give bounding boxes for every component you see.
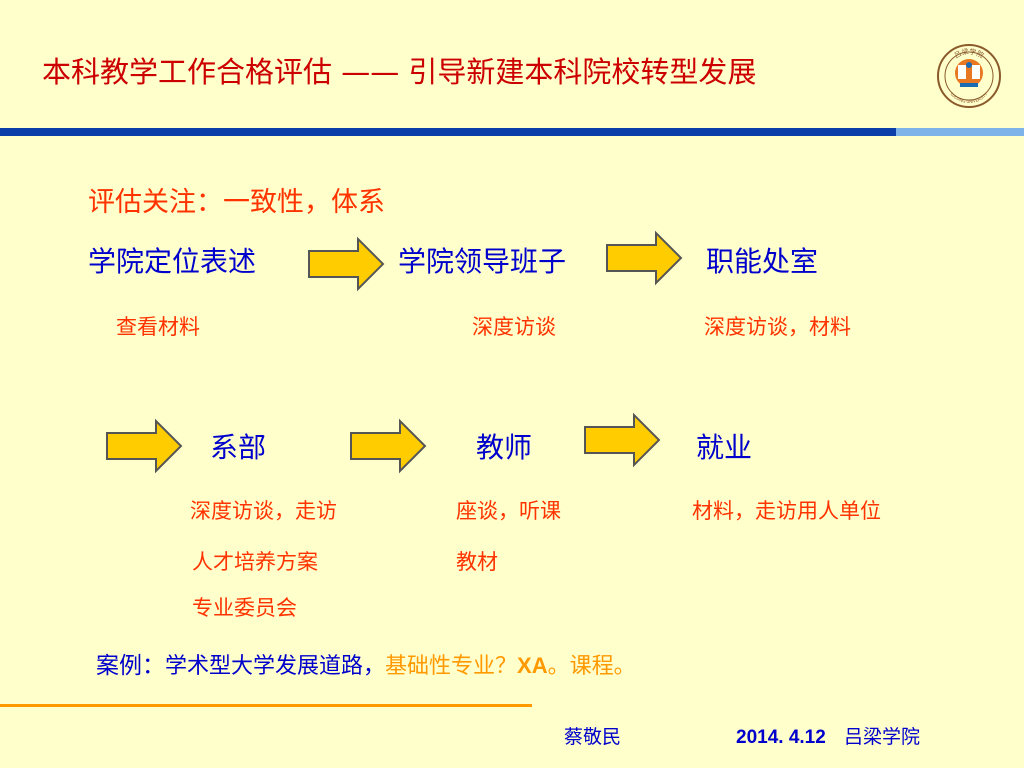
footer-institution: 吕梁学院 — [843, 726, 920, 748]
method-departments-1: 深度访谈，走访 — [190, 499, 337, 523]
flow-item-positioning: 学院定位表述 — [88, 245, 257, 278]
method-employment-1: 材料，走访用人单位 — [692, 499, 881, 523]
flow-item-departments: 系部 — [210, 431, 267, 464]
method-teachers-1: 座谈，听课 — [456, 499, 561, 523]
method-teachers-2: 教材 — [456, 550, 498, 574]
case-part-1: 学术型大学发展道路， — [165, 654, 386, 679]
case-part-4: 。课程。 — [547, 654, 636, 679]
method-offices: 深度访谈，材料 — [704, 315, 851, 339]
footer-rule — [0, 704, 532, 707]
arrow-right-icon — [350, 418, 427, 474]
case-part-2: 基础性专业？ — [385, 654, 518, 679]
arrow-right-icon — [606, 230, 683, 286]
case-part-3: XA — [517, 653, 548, 678]
case-line: 案例：学术型大学发展道路，基础性专业？XA。课程。 — [96, 646, 636, 680]
case-label: 案例： — [96, 653, 165, 679]
university-logo: 吕梁学院 LULIANG UNIVERSITY — [937, 44, 1001, 108]
arrow-right-icon — [308, 236, 385, 292]
focus-heading: 评估关注：一致性，体系 — [88, 187, 385, 218]
footer-author: 蔡敬民 — [564, 726, 622, 748]
method-leadership: 深度访谈 — [472, 315, 556, 339]
arrow-right-icon — [106, 418, 183, 474]
footer-date: 2014. 4.12 吕梁学院 — [736, 722, 920, 749]
flow-item-employment: 就业 — [696, 431, 753, 464]
method-departments-3: 专业委员会 — [192, 596, 297, 620]
method-positioning: 查看材料 — [116, 315, 200, 339]
method-departments-2: 人才培养方案 — [192, 550, 318, 574]
arrow-right-icon — [584, 412, 661, 468]
flow-item-offices: 职能处室 — [706, 245, 819, 278]
header-rule-blue — [0, 128, 896, 136]
flow-item-teachers: 教师 — [476, 431, 533, 464]
flow-item-leadership: 学院领导班子 — [398, 245, 567, 278]
header-rule-light — [896, 128, 1024, 136]
slide-title: 本科教学工作合格评估 —— 引导新建本科院校转型发展 — [42, 55, 757, 89]
footer-date-value: 2014. 4.12 — [736, 727, 826, 748]
